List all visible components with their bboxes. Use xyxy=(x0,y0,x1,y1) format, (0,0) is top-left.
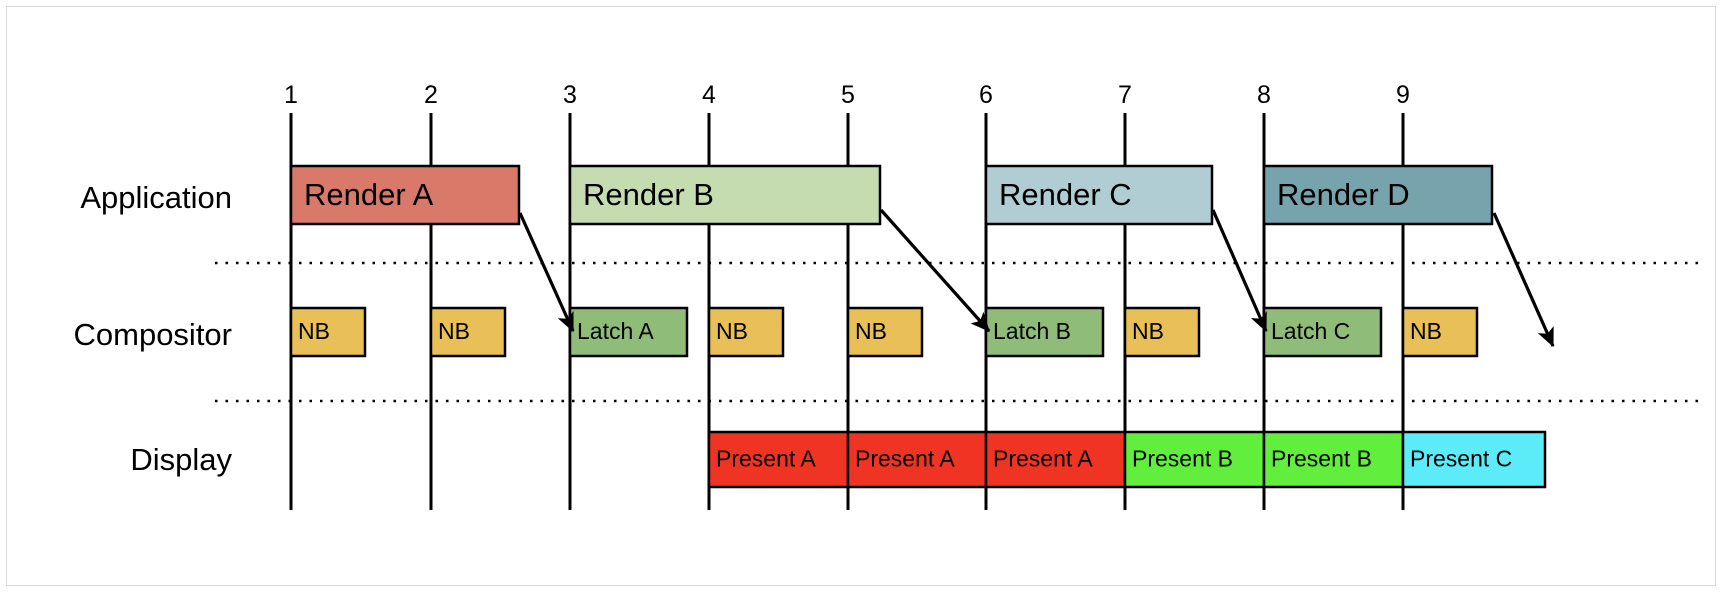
application-task-box[interactable] xyxy=(1262,164,1494,226)
application-task-render-b-1[interactable]: Render B xyxy=(568,164,882,226)
display-frame-present-b-4[interactable]: Present B xyxy=(1262,430,1405,489)
tick-label-5: 5 xyxy=(841,81,855,109)
application-task-box[interactable] xyxy=(289,164,521,226)
tick-label-8: 8 xyxy=(1257,81,1271,109)
compositor-task-nb-1[interactable]: NB xyxy=(429,306,507,358)
row-label-display: Display xyxy=(130,442,232,477)
display-frame-label: Present B xyxy=(1132,446,1233,472)
display-frame-label: Present A xyxy=(716,446,816,472)
compositor-task-box[interactable] xyxy=(1123,306,1201,358)
compositor-task-box[interactable] xyxy=(846,306,924,358)
display-frame-box[interactable] xyxy=(846,430,988,489)
application-task-label: Render D xyxy=(1277,177,1410,212)
display-frame-box[interactable] xyxy=(707,430,850,489)
compositor-task-label: NB xyxy=(716,318,748,344)
application-task-box[interactable] xyxy=(568,164,882,226)
display-frame-box[interactable] xyxy=(1123,430,1266,489)
application-row-boxes: Render A Render B Render C Render D xyxy=(289,164,1494,226)
tick-label-4: 4 xyxy=(702,81,716,109)
display-frame-label: Present C xyxy=(1410,446,1512,472)
compositor-task-nb-6[interactable]: NB xyxy=(1123,306,1201,358)
arrow-render-a-to-latch-a xyxy=(518,212,575,333)
compositor-task-box[interactable] xyxy=(1401,306,1479,358)
compositor-task-label: NB xyxy=(1410,318,1442,344)
dependency-arrows xyxy=(518,208,1555,348)
compositor-task-box[interactable] xyxy=(289,306,367,358)
application-task-render-c-2[interactable]: Render C xyxy=(984,164,1214,226)
compositor-task-nb-4[interactable]: NB xyxy=(846,306,924,358)
application-task-label: Render B xyxy=(583,177,714,212)
compositor-task-latch-b-5[interactable]: Latch B xyxy=(984,306,1105,358)
compositor-task-nb-3[interactable]: NB xyxy=(707,306,785,358)
display-frame-present-c-5[interactable]: Present C xyxy=(1401,430,1547,489)
application-task-label: Render C xyxy=(999,177,1132,212)
tick-label-6: 6 xyxy=(979,81,993,109)
compositor-task-label: Latch B xyxy=(993,318,1071,344)
compositor-task-label: NB xyxy=(438,318,470,344)
compositor-task-label: NB xyxy=(298,318,330,344)
display-frame-present-a-1[interactable]: Present A xyxy=(846,430,988,489)
compositor-task-box[interactable] xyxy=(707,306,785,358)
compositor-task-nb-8[interactable]: NB xyxy=(1401,306,1479,358)
arrow-render-d-to-offscreen xyxy=(1492,212,1555,348)
display-frame-label: Present A xyxy=(993,446,1093,472)
display-frame-label: Present B xyxy=(1271,446,1372,472)
compositor-task-latch-a-2[interactable]: Latch A xyxy=(568,306,689,358)
tick-label-1: 1 xyxy=(284,81,298,109)
tick-label-7: 7 xyxy=(1118,81,1132,109)
display-row-boxes: Present A Present A Present A Present B Pres… xyxy=(707,430,1547,489)
compositor-row-boxes: NB NB Latch A NB NB Latch B NB Latch C NB xyxy=(289,306,1479,358)
tick-label-9: 9 xyxy=(1396,81,1410,109)
row-label-application: Application xyxy=(80,180,232,215)
display-frame-present-b-3[interactable]: Present B xyxy=(1123,430,1266,489)
compositor-task-label: NB xyxy=(855,318,887,344)
display-frame-box[interactable] xyxy=(984,430,1127,489)
tick-label-2: 2 xyxy=(424,81,438,109)
compositor-task-box[interactable] xyxy=(429,306,507,358)
display-frame-present-a-2[interactable]: Present A xyxy=(984,430,1127,489)
display-frame-label: Present A xyxy=(855,446,955,472)
row-label-compositor: Compositor xyxy=(74,317,233,352)
application-task-render-d-3[interactable]: Render D xyxy=(1262,164,1494,226)
timeline-tick-labels: 1 2 3 4 5 6 7 8 9 xyxy=(284,81,1410,109)
display-frame-box[interactable] xyxy=(1401,430,1547,489)
compositor-task-label: NB xyxy=(1132,318,1164,344)
arrow-render-b-to-latch-b xyxy=(879,208,991,333)
application-task-box[interactable] xyxy=(984,164,1214,226)
compositor-task-box[interactable] xyxy=(984,306,1105,358)
application-task-render-a-0[interactable]: Render A xyxy=(289,164,521,226)
compositor-task-nb-0[interactable]: NB xyxy=(289,306,367,358)
tick-label-3: 3 xyxy=(563,81,577,109)
compositor-task-box[interactable] xyxy=(568,306,689,358)
compositor-task-label: Latch A xyxy=(577,318,654,344)
arrow-render-c-to-latch-c xyxy=(1211,209,1268,333)
application-task-label: Render A xyxy=(304,177,434,212)
compositor-task-label: Latch C xyxy=(1271,318,1350,344)
compositor-task-latch-c-7[interactable]: Latch C xyxy=(1262,306,1383,358)
display-frame-present-a-0[interactable]: Present A xyxy=(707,430,850,489)
